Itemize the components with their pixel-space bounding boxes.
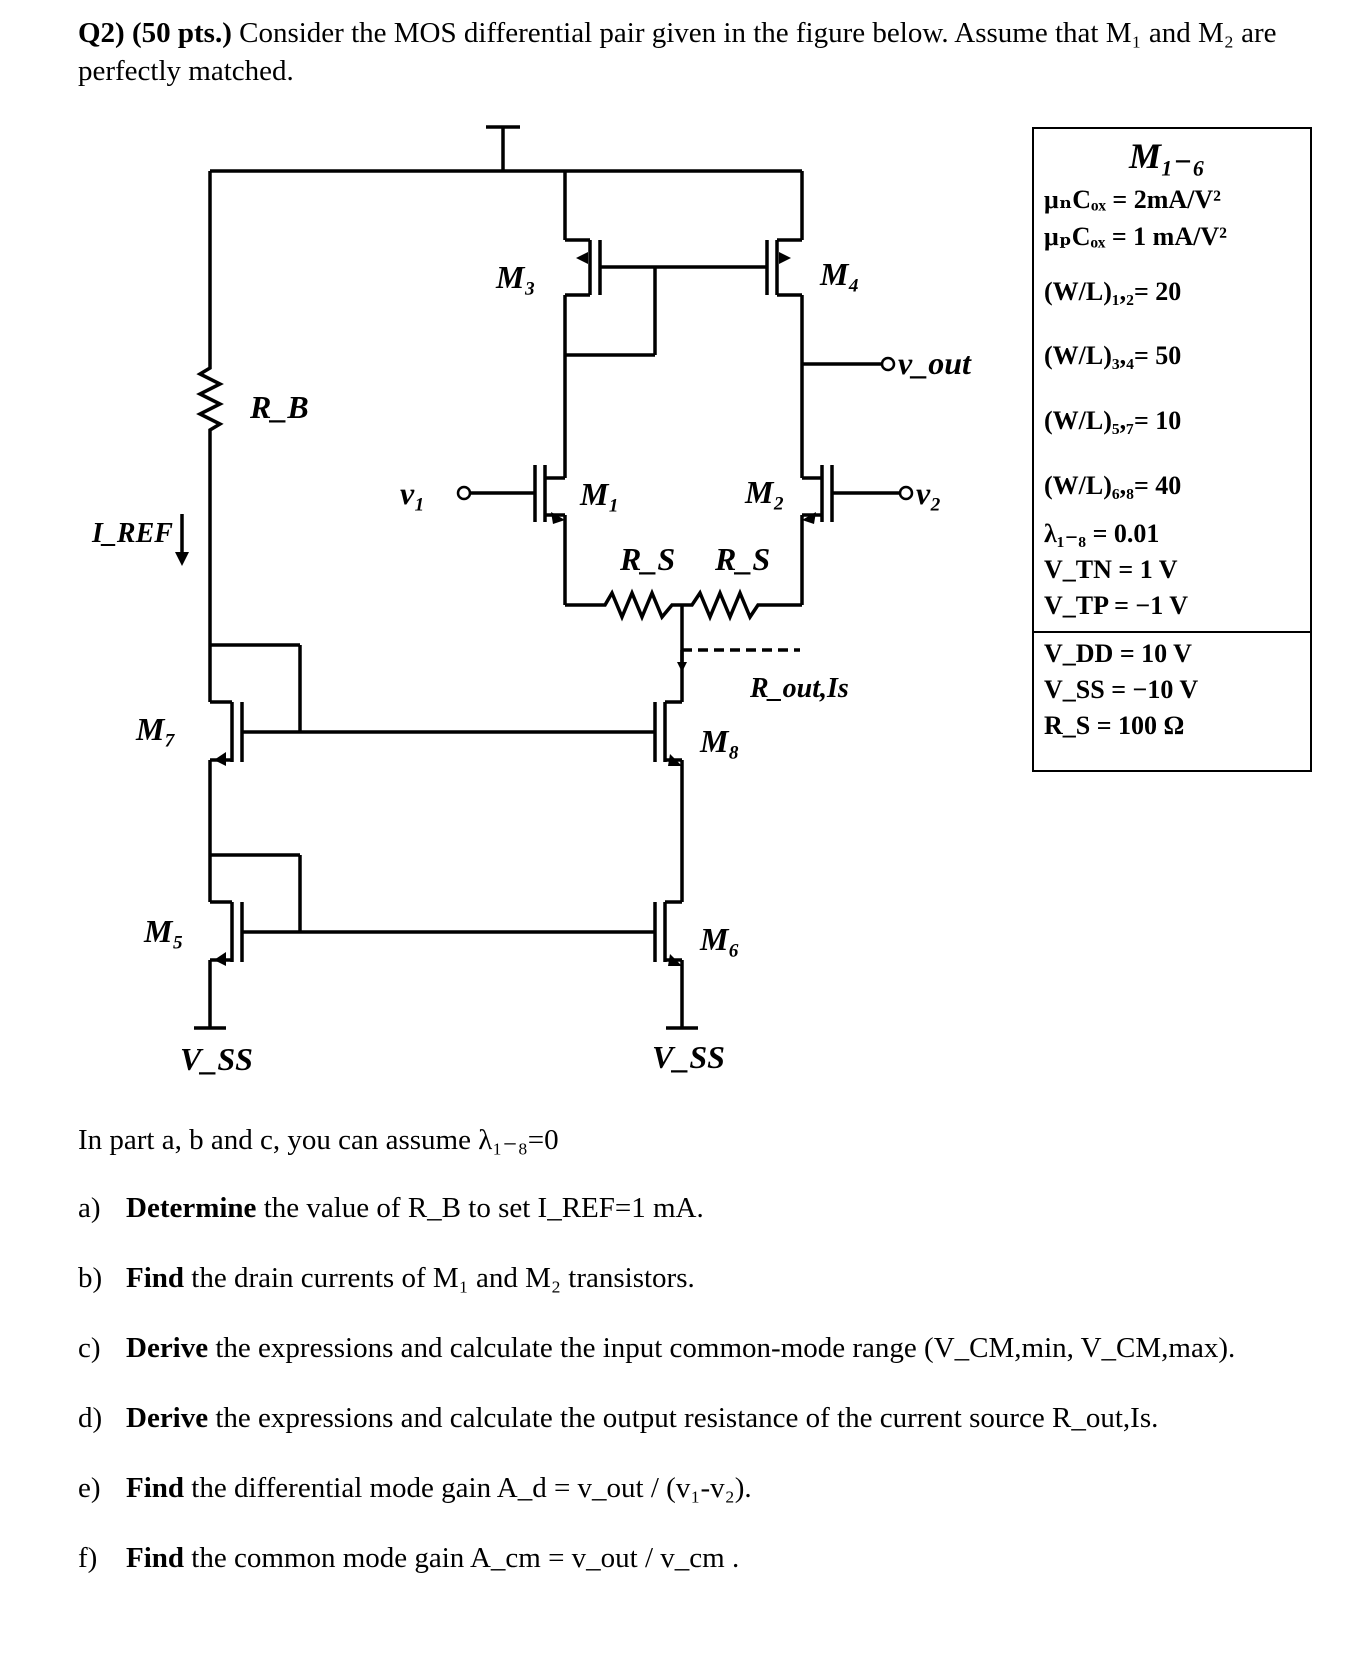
question-d-text: the expressions and calculate the output… bbox=[208, 1402, 1159, 1434]
rb-label: R_B bbox=[249, 389, 309, 425]
vss-right-label: V_SS bbox=[652, 1039, 725, 1075]
question-a: a) Determine the value of R_B to set I_RE… bbox=[78, 1192, 704, 1225]
assumption-text: In part a, b and c, you can assume λ₁₋₈=… bbox=[78, 1124, 559, 1156]
parameter-box: M₁₋₆ μₙCₒₓ = 2mA/V² μₚCₒₓ = 1 mA/V² (W/L… bbox=[1032, 127, 1312, 772]
question-b-text: the drain currents of M₁ and M₂ transist… bbox=[184, 1262, 695, 1294]
question-header: Q2) (50 pts.) Consider the MOS different… bbox=[78, 14, 1328, 90]
question-f: f) Find the common mode gain A_cm = v_out… bbox=[78, 1542, 739, 1575]
question-f-text: the common mode gain A_cm = v_out / v_cm… bbox=[184, 1542, 740, 1574]
rout-label: R_out,Is bbox=[749, 673, 849, 704]
m5-label: M₅ bbox=[143, 913, 184, 949]
param-wl-68: (W/L)₆,₈= 40 bbox=[1044, 471, 1182, 500]
question-f-verb: Find bbox=[126, 1542, 185, 1574]
question-c-verb: Derive bbox=[126, 1332, 209, 1364]
param-vss: V_SS = −10 V bbox=[1044, 675, 1199, 704]
params-divider bbox=[1034, 631, 1310, 633]
rs-right-label: R_S bbox=[714, 541, 770, 577]
param-wl-57: (W/L)₅,₇= 10 bbox=[1044, 406, 1182, 435]
question-c: c) Derive the expressions and calculate t… bbox=[78, 1332, 1235, 1365]
param-vtn: V_TN = 1 V bbox=[1044, 555, 1178, 584]
question-intro: Consider the MOS differential pair given… bbox=[78, 17, 1277, 87]
question-f-letter: f) bbox=[78, 1542, 98, 1574]
vout-label: v_out bbox=[898, 345, 972, 381]
param-rs: R_S = 100 Ω bbox=[1044, 711, 1185, 740]
question-b: b) Find the drain currents of M₁ and M₂ t… bbox=[78, 1262, 695, 1295]
question-d-verb: Derive bbox=[126, 1402, 209, 1434]
question-e-letter: e) bbox=[78, 1472, 101, 1504]
param-un-cox: μₙCₒₓ = 2mA/V² bbox=[1044, 185, 1221, 214]
m1-label: M₁ bbox=[579, 476, 620, 512]
question-a-text: the value of R_B to set I_REF=1 mA. bbox=[256, 1192, 704, 1224]
v2-label: v₂ bbox=[916, 475, 941, 511]
question-a-verb: Determine bbox=[126, 1192, 257, 1224]
rs-left-label: R_S bbox=[619, 541, 675, 577]
params-title: M₁₋₆ bbox=[1129, 136, 1206, 176]
param-vdd: V_DD = 10 V bbox=[1044, 639, 1192, 668]
m2-label: M₂ bbox=[744, 474, 785, 510]
question-c-text: the expressions and calculate the input … bbox=[208, 1332, 1236, 1364]
question-e-verb: Find bbox=[126, 1472, 185, 1504]
iref-label: I_REF bbox=[91, 518, 173, 549]
m3-label: M₃ bbox=[495, 259, 536, 295]
question-e-text: the differential mode gain A_d = v_out /… bbox=[184, 1472, 752, 1504]
question-d-letter: d) bbox=[78, 1402, 103, 1434]
question-b-letter: b) bbox=[78, 1262, 103, 1294]
circuit-diagram: M₃ M₄ M₁ M₂ M₇ M₈ M₅ M₆ R_B I_REF v₁ v₂ … bbox=[91, 125, 972, 1077]
question-c-letter: c) bbox=[78, 1332, 101, 1364]
m6-label: M₆ bbox=[699, 921, 740, 957]
m8-label: M₈ bbox=[699, 723, 740, 759]
param-vtp: V_TP = −1 V bbox=[1044, 591, 1189, 620]
m7-label: M₇ bbox=[135, 711, 176, 747]
v1-label: v₁ bbox=[400, 475, 425, 511]
question-b-verb: Find bbox=[126, 1262, 185, 1294]
question-e: e) Find the differential mode gain A_d = … bbox=[78, 1472, 752, 1505]
vss-left-label: V_SS bbox=[180, 1041, 253, 1077]
param-up-cox: μₚCₒₓ = 1 mA/V² bbox=[1044, 222, 1227, 251]
question-a-letter: a) bbox=[78, 1192, 101, 1224]
param-lambda: λ₁₋₈ = 0.01 bbox=[1044, 519, 1160, 548]
question-d: d) Derive the expressions and calculate t… bbox=[78, 1402, 1158, 1435]
question-number: Q2) (50 pts.) bbox=[78, 17, 232, 49]
param-wl-34: (W/L)₃,₄= 50 bbox=[1044, 341, 1182, 370]
m4-label: M₄ bbox=[819, 256, 860, 292]
param-wl-12: (W/L)₁,₂= 20 bbox=[1044, 277, 1182, 306]
